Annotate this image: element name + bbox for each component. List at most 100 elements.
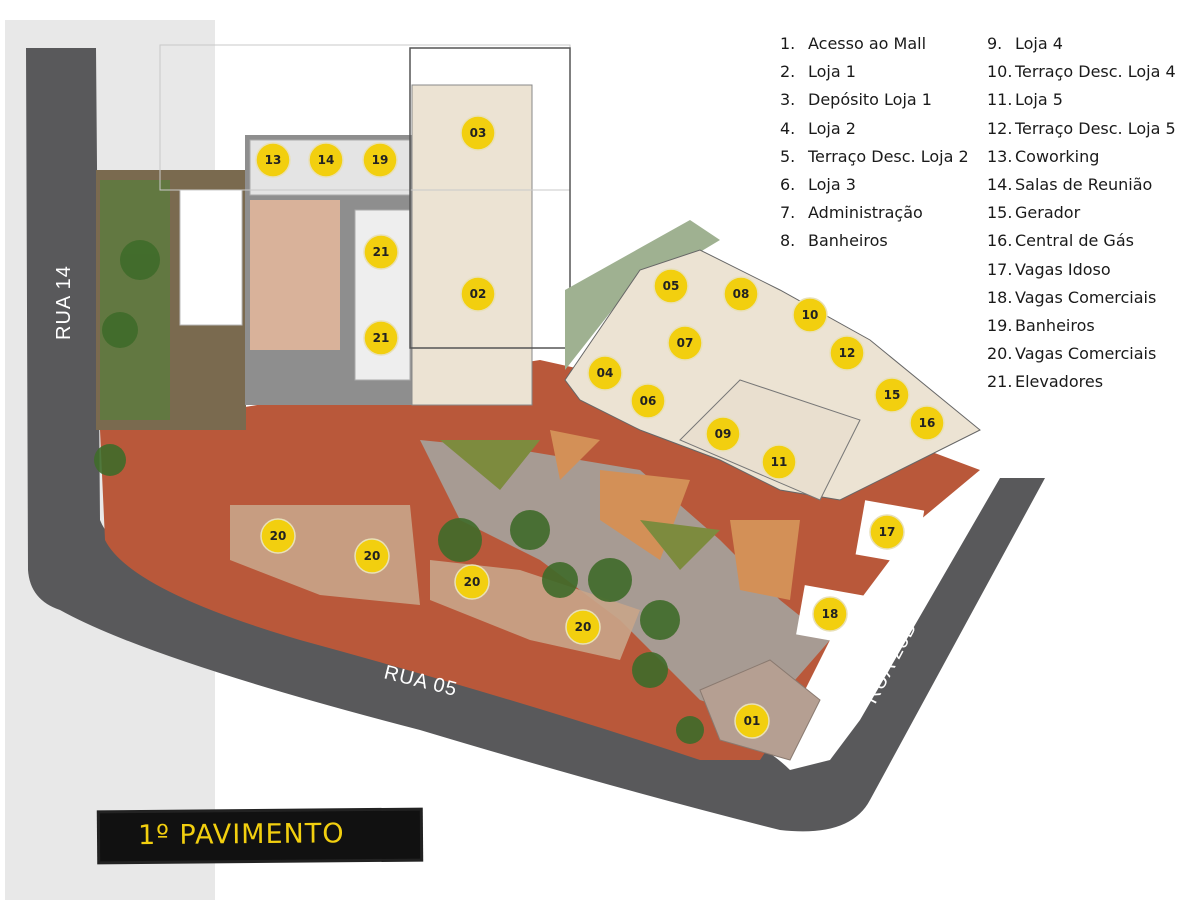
legend-number: 13. <box>987 146 1013 166</box>
marker-circle <box>354 538 390 574</box>
legend-label: Salas de Reunião <box>1015 175 1153 195</box>
marker-circle <box>705 416 741 452</box>
legend-label: Loja 2 <box>808 118 856 138</box>
map-marker: 21 <box>363 320 399 356</box>
street-label-rua-14: RUA 14 <box>53 265 75 340</box>
marker-label: 02 <box>470 287 487 301</box>
marker-circle <box>792 297 828 333</box>
marker-circle <box>460 276 496 312</box>
map-marker: 21 <box>363 234 399 270</box>
shops-right <box>564 249 981 501</box>
legend-number: 14. <box>987 175 1013 195</box>
legend-number: 6. <box>780 175 796 195</box>
marker-label: 20 <box>270 529 287 543</box>
marker-circle <box>761 444 797 480</box>
map-marker: 05 <box>653 268 689 304</box>
marker-circle <box>460 115 496 151</box>
marker-circle <box>829 335 865 371</box>
legend-label: Terraço Desc. Loja 4 <box>1015 62 1176 82</box>
map-marker: 20 <box>354 538 390 574</box>
marker-circle <box>723 276 759 312</box>
marker-label: 01 <box>744 714 761 728</box>
marker-label: 16 <box>919 416 936 430</box>
marker-circle <box>630 383 666 419</box>
marker-circle <box>874 377 910 413</box>
marker-label: 17 <box>879 525 896 539</box>
legend-item: 11.Loja 5 <box>987 86 1176 114</box>
marker-label: 10 <box>802 308 819 322</box>
legend-item: 5. Terraço Desc. Loja 2 <box>780 143 969 171</box>
legend-label: Vagas Comerciais <box>1015 287 1157 307</box>
marker-label: 19 <box>372 153 389 167</box>
legend-item: 20.Vagas Comerciais <box>987 340 1176 368</box>
marker-circle <box>667 325 703 361</box>
floor-title-banner: 1º PAVIMENTO <box>99 810 421 862</box>
legend-label: Vagas Idoso <box>1015 259 1111 279</box>
map-marker: 12 <box>829 335 865 371</box>
legend-item: 15.Gerador <box>987 199 1176 227</box>
marker-circle <box>869 514 905 550</box>
legend-label: Elevadores <box>1015 372 1104 392</box>
marker-label: 21 <box>373 245 390 259</box>
marker-label: 09 <box>715 427 732 441</box>
legend-number: 3. <box>780 90 796 110</box>
legend-number: 2. <box>780 62 796 82</box>
legend-number: 19. <box>987 316 1013 336</box>
map-marker: 14 <box>308 142 344 178</box>
legend-item: 9.Loja 4 <box>987 30 1176 58</box>
legend-item: 10.Terraço Desc. Loja 4 <box>987 58 1176 86</box>
marker-circle <box>909 405 945 441</box>
map-marker: 09 <box>705 416 741 452</box>
legend-number: 11. <box>987 90 1013 110</box>
legend-label: Administração <box>808 203 923 223</box>
floor-title: 1º PAVIMENTO <box>137 818 345 852</box>
marker-label: 03 <box>470 126 487 140</box>
legend-label: Central de Gás <box>1015 231 1134 251</box>
legend-item: 12.Terraço Desc. Loja 5 <box>987 115 1176 143</box>
marker-circle <box>260 518 296 554</box>
marker-label: 06 <box>640 394 657 408</box>
legend-label: Terraço Desc. Loja 2 <box>808 146 969 166</box>
legend-item: 2.Loja 1 <box>780 58 969 86</box>
legend-item: 3.Depósito Loja 1 <box>780 86 969 114</box>
legend-label: Coworking <box>1015 146 1100 166</box>
legend-item: 8.Banheiros <box>780 227 969 255</box>
marker-circle <box>362 142 398 178</box>
legend-number: 7. <box>780 203 796 223</box>
legend-number: 10. <box>987 62 1013 82</box>
marker-circle <box>363 320 399 356</box>
marker-label: 13 <box>265 153 282 167</box>
legend-number: 5. <box>780 146 796 166</box>
legend-label: Acesso ao Mall <box>808 34 927 53</box>
marker-label: 21 <box>373 331 390 345</box>
legend-number: 15. <box>987 203 1013 223</box>
marker-circle <box>734 703 770 739</box>
map-marker: 17 <box>869 514 905 550</box>
map-marker: 19 <box>362 142 398 178</box>
marker-circle <box>587 355 623 391</box>
map-marker: 20 <box>454 564 490 600</box>
marker-label: 15 <box>884 388 901 402</box>
map-marker: 10 <box>792 297 828 333</box>
marker-label: 12 <box>839 346 856 360</box>
legend-number: 9. <box>987 34 1003 53</box>
existing-building <box>179 189 243 326</box>
marker-label: 18 <box>822 607 839 621</box>
map-marker: 20 <box>260 518 296 554</box>
map-marker: 02 <box>460 276 496 312</box>
marker-circle <box>653 268 689 304</box>
map-marker: 08 <box>723 276 759 312</box>
marker-label: 04 <box>597 366 614 380</box>
legend-label: Vagas Comerciais <box>1015 344 1157 364</box>
marker-label: 05 <box>663 279 680 293</box>
legend-number: 8. <box>780 231 796 251</box>
legend-item: 17.Vagas Idoso <box>987 256 1176 284</box>
marker-circle <box>363 234 399 270</box>
marker-circle <box>255 142 291 178</box>
legend-item: 14.Salas de Reunião <box>987 171 1176 199</box>
street-rua-14 <box>26 48 1045 832</box>
legend-item: 18.Vagas Comerciais <box>987 284 1176 312</box>
legend-number: 18. <box>987 287 1013 307</box>
